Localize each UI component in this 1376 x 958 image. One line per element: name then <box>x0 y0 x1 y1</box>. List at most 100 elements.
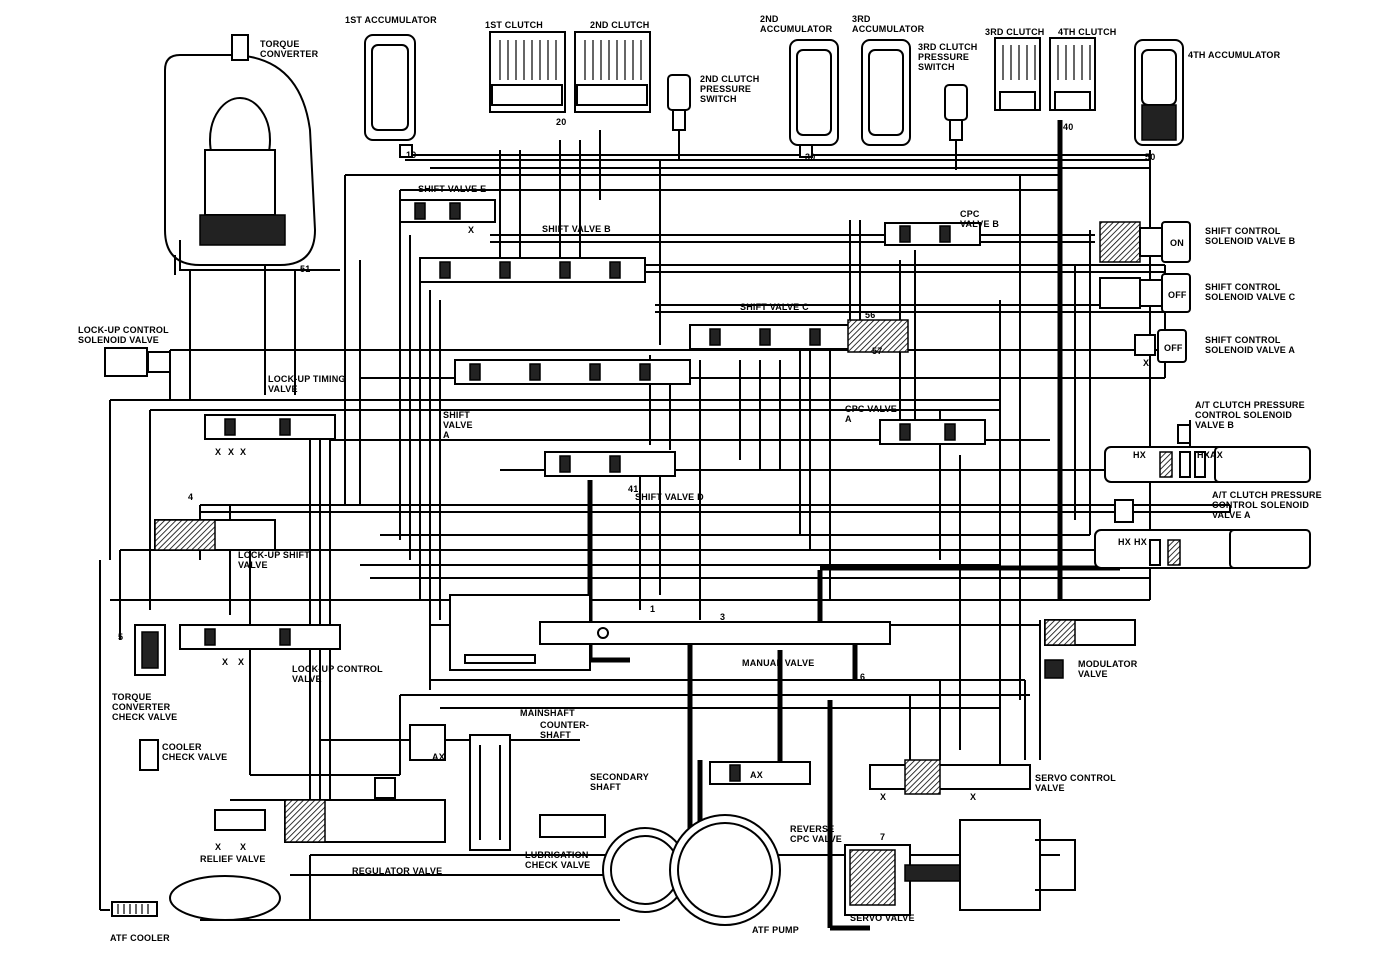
label-line: ATF PUMP <box>752 925 799 935</box>
servo-control-valve <box>869 759 1031 795</box>
label-line: SHIFT VALVE D <box>635 492 704 502</box>
label-line: ACCUMULATOR <box>852 24 925 34</box>
fourth-accumulator <box>1134 39 1184 146</box>
port-label: AX <box>432 752 445 762</box>
label-line: 3RD CLUTCH <box>918 42 978 52</box>
label-line: SHIFT VALVE C <box>740 302 809 312</box>
label-line: SOLENOID VALVE A <box>1205 345 1295 355</box>
port-label: X <box>228 447 234 457</box>
label-line: TORQUE <box>260 39 300 49</box>
shift-control-solenoid-a: OFF <box>1134 329 1187 363</box>
port-label: 3 <box>720 612 725 622</box>
lockup-control-valve <box>179 624 341 650</box>
label-shift-valve-e: SHIFT VALVE E <box>418 184 486 194</box>
label-line: VALVE <box>292 674 322 684</box>
label-line: MODULATOR <box>1078 659 1138 669</box>
label-line: ATF COOLER <box>110 933 170 943</box>
port-label: X <box>1143 358 1149 368</box>
label-line: 2ND <box>760 14 779 24</box>
label-line: PRESSURE <box>700 84 751 94</box>
label-line: CHECK VALVE <box>525 860 590 870</box>
label-line: CONTROL SOLENOID <box>1212 500 1309 510</box>
label-line: SHAFT <box>590 782 621 792</box>
port-label: X <box>215 842 221 852</box>
label-shift-valve-c: SHIFT VALVE C <box>740 302 809 312</box>
port-label: 57 <box>872 346 882 356</box>
shift-valve-a <box>454 359 691 385</box>
hydraulic-lines <box>99 120 1231 931</box>
port-label: 6 <box>860 672 865 682</box>
first-accumulator <box>364 34 416 158</box>
label-line: SECONDARY <box>590 772 649 782</box>
port-label: 4 <box>188 492 193 502</box>
shift-control-solenoid-b: ON <box>1099 221 1191 263</box>
label-line: VALVE <box>238 560 268 570</box>
label-countershaft: COUNTER-SHAFT <box>540 720 589 740</box>
label-line: VALVE <box>443 420 473 430</box>
regulator-valve <box>284 777 446 843</box>
port-label: 40 <box>1063 122 1073 132</box>
label-line: VALVE <box>1035 783 1065 793</box>
third-clutch-pressure-switch <box>944 84 968 170</box>
label-line: A/T CLUTCH PRESSURE <box>1195 400 1305 410</box>
label-line: COOLER <box>162 742 202 752</box>
label-line: SHIFT VALVE E <box>418 184 486 194</box>
label-mainshaft: MAINSHAFT <box>520 708 575 718</box>
solenoid-b-state: ON <box>1170 238 1184 248</box>
port-label: 20 <box>556 117 566 127</box>
third-clutch <box>994 37 1041 111</box>
label-shift-valve-d: SHIFT VALVE D <box>635 492 704 502</box>
label-relief-valve: RELIEF VALVE <box>200 854 266 864</box>
label-line: VALVE <box>268 384 298 394</box>
label-line: SWITCH <box>700 94 737 104</box>
port-label: 41 <box>628 484 638 494</box>
label-line: SHIFT CONTROL <box>1205 226 1281 236</box>
port-label: AX <box>750 770 763 780</box>
port-label: 7 <box>880 832 885 842</box>
label-line: SWITCH <box>918 62 955 72</box>
first-clutch <box>489 31 566 113</box>
port-label: 50 <box>1145 152 1155 162</box>
port-label: HX <box>1197 450 1210 460</box>
lockup-shift-valve <box>154 519 276 551</box>
shaft-oil-passages <box>409 724 511 851</box>
label-line: CPC VALVE <box>845 404 897 414</box>
port-label: X <box>222 657 228 667</box>
label-line: CONTROL SOLENOID <box>1195 410 1292 420</box>
label-first-accumulator: 1ST ACCUMULATOR <box>345 15 437 25</box>
port-label: X <box>238 657 244 667</box>
label-line: CONVERTER <box>260 49 319 59</box>
atf-cooler <box>111 875 281 921</box>
port-label: 51 <box>300 264 310 274</box>
label-line: VALVE <box>1078 669 1108 679</box>
second-clutch-pressure-switch <box>667 74 691 160</box>
label-shift-valve-b: SHIFT VALVE B <box>542 224 611 234</box>
label-line: PRESSURE <box>918 52 969 62</box>
label-line: SHIFT CONTROL <box>1205 282 1281 292</box>
lockup-control-solenoid <box>104 347 171 377</box>
port-label: HX <box>1134 537 1147 547</box>
label-line: CPC VALVE <box>790 834 842 844</box>
port-label: X <box>240 842 246 852</box>
port-label: X <box>215 447 221 457</box>
label-atf-cooler: ATF COOLER <box>110 933 170 943</box>
label-line: SERVO CONTROL <box>1035 773 1116 783</box>
label-line: LOCK-UP SHIFT <box>238 550 310 560</box>
label-line: 1ST CLUTCH <box>485 20 543 30</box>
port-label: AX <box>1210 450 1223 460</box>
second-accumulator <box>789 39 839 158</box>
fourth-clutch <box>1049 37 1096 111</box>
label-first-clutch: 1ST CLUTCH <box>485 20 543 30</box>
